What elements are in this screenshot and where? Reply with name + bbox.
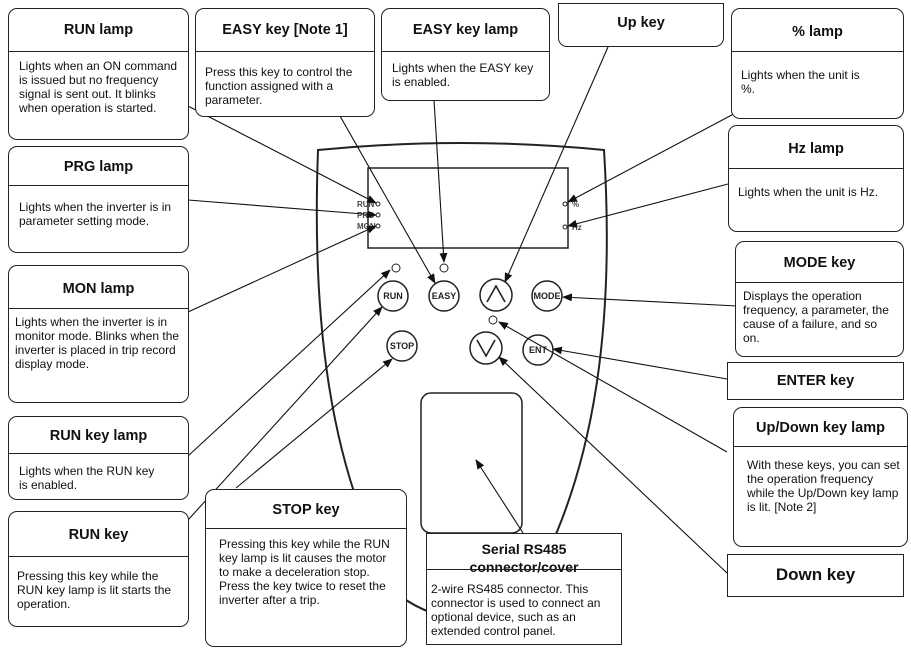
callout-stop-key: STOP key Pressing this key while the RUN… [205,489,407,647]
callout-title: EASY key [Note 1] [222,22,348,38]
leader-up-key [504,46,609,283]
up-arrow-icon [486,284,506,303]
callout-title: % lamp [792,24,843,40]
callout-title: Up/Down key lamp [756,420,885,436]
callout-updown-key-lamp: Up/Down key lamp With these keys, you ca… [733,407,908,547]
callout-title: MON lamp [62,281,135,297]
callout-body: Pressing this key while the RUN key lamp… [17,569,172,611]
percent-lamp-label: % [572,200,579,209]
callout-title: MODE key [783,255,856,271]
callout-body: Lights when the RUN key is enabled. [19,464,155,492]
callout-down-key: Down key [727,554,904,597]
run-key-lamp [391,263,401,273]
callout-title: Down key [775,565,856,584]
easy-key[interactable]: EASY [428,280,460,312]
easy-key-lamp [439,263,449,273]
callout-title: RUN key [68,527,129,543]
callout-body: Lights when the unit is %. [741,68,860,96]
callout-title: PRG lamp [63,159,134,175]
callout-enter-key: ENTER key [727,362,904,400]
callout-easy-key-lamp: EASY key lamp Lights when the EASY key i… [381,8,550,101]
leader-easy-key-lamp [433,99,448,263]
callout-easy-key: EASY key [Note 1] Press this key to cont… [195,8,375,117]
leader-mon-lamp [187,225,377,313]
callout-up-key: Up key [558,3,724,47]
hz-lamp [562,224,568,230]
prg-lamp-label: PRG [357,211,374,220]
callout-title: Up key [617,15,665,31]
callout-title: STOP key [272,502,340,518]
callout-mode-key: MODE key Displays the operation frequenc… [735,241,904,357]
prg-lamp [375,212,381,218]
leader-percent-lamp [567,99,761,203]
callout-mon-lamp: MON lamp Lights when the inverter is in … [8,265,189,403]
callout-run-key: RUN key Pressing this key while the RUN … [8,511,189,627]
leader-down-key [498,356,728,574]
down-key[interactable] [469,331,503,365]
callout-prg-lamp: PRG lamp Lights when the inverter is in … [8,146,189,253]
callout-title: EASY key lamp [412,22,519,38]
stop-key[interactable]: STOP [386,330,418,362]
callout-body: Lights when the inverter is in parameter… [19,200,172,228]
leader-serial [475,459,524,534]
mode-key[interactable]: MODE [531,280,563,312]
callout-body: Press this key to control the function a… [205,65,353,107]
callout-run-lamp: RUN lamp Lights when an ON command is is… [8,8,189,140]
callout-body: Displays the operation frequency, a para… [743,289,889,345]
callout-title: RUN lamp [63,22,134,38]
percent-lamp [562,201,568,207]
up-key[interactable] [479,278,513,312]
callout-title: ENTER key [776,373,855,389]
mon-lamp [375,223,381,229]
callout-body: Pressing this key while the RUN key lamp… [219,537,390,607]
callout-body: Lights when the unit is Hz. [738,185,879,199]
run-lamp-label: RUN [357,200,375,209]
callout-percent-lamp: % lamp Lights when the unit is %. [731,8,904,119]
updown-key-lamp [488,315,498,325]
led-display [367,167,569,249]
leader-enter-key [552,346,728,380]
stop-key-label: STOP [390,341,414,351]
run-key[interactable]: RUN [377,280,409,312]
ent-key-label: ENT [529,345,548,355]
callout-title: Serial RS485 connector/cover [469,541,579,575]
leader-run-key [187,306,383,521]
easy-key-label: EASY [432,291,457,301]
callout-body: Lights when the inverter is in monitor m… [15,315,180,371]
leader-stop-key [235,358,393,489]
callout-serial-connector: Serial RS485 connector/cover 2-wire RS48… [426,533,622,645]
leader-easy-key [339,115,436,284]
leader-prg-lamp [187,199,377,219]
callout-run-key-lamp: RUN key lamp Lights when the RUN key is … [8,416,189,500]
callout-title: Hz lamp [788,141,844,157]
callout-body: With these keys, you can set the operati… [747,458,900,514]
mode-key-label: MODE [534,291,561,301]
run-lamp [375,201,381,207]
callout-body: 2-wire RS485 connector. This connector i… [431,582,601,638]
rs485-connector-cover [420,392,523,534]
callout-body: Lights when an ON command is issued but … [19,59,178,115]
leader-mode-key [562,293,738,307]
callout-title: RUN key lamp [49,428,148,444]
run-key-label: RUN [383,291,403,301]
leader-run-key-lamp [187,269,391,457]
down-arrow-icon [476,339,496,358]
leader-hz-lamp [567,183,729,228]
callout-hz-lamp: Hz lamp Lights when the unit is Hz. [728,125,904,232]
mon-lamp-label: MON [357,222,376,231]
callout-body: Lights when the EASY key is enabled. [392,61,534,89]
leader-updown-lamp [498,321,728,453]
leader-run-lamp [187,105,377,204]
